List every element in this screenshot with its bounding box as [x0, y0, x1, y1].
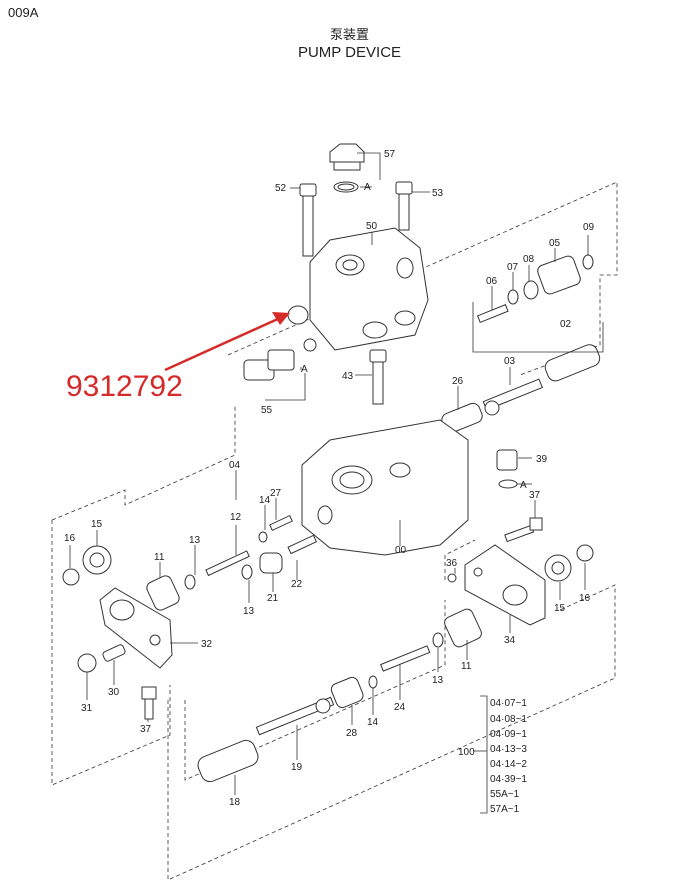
label-39: 39: [536, 454, 548, 465]
label-13-mid: 13: [243, 606, 255, 617]
label-50: 50: [366, 221, 378, 232]
label-04: 04: [229, 460, 241, 471]
label-11-right: 11: [461, 661, 472, 672]
bolt-53: [395, 181, 413, 231]
label-09: 09: [583, 222, 595, 233]
assembly-outline-bottom: [167, 584, 616, 881]
label-19: 19: [291, 762, 303, 773]
nut-15-right: [544, 554, 572, 582]
title-english: PUMP DEVICE: [297, 44, 402, 61]
assembly-outline-left-bottom: [51, 520, 171, 786]
label-11-left: 11: [154, 552, 165, 563]
label-13-right: 13: [432, 675, 444, 686]
nut-15-left: [82, 545, 112, 575]
label-26: 26: [452, 376, 464, 387]
label-21: 21: [267, 593, 279, 604]
label-a-3: A: [520, 480, 527, 491]
valve-parts-right-top: [476, 254, 594, 324]
cap-16-left: [62, 568, 80, 586]
kit-item: 55A~1: [490, 789, 520, 800]
label-32: 32: [201, 639, 213, 650]
label-16-right: 16: [579, 593, 591, 604]
label-24: 24: [394, 702, 406, 713]
spool-18: [197, 739, 259, 783]
label-52: 52: [275, 183, 287, 194]
cap-16-right: [576, 544, 594, 562]
label-14-bottom: 14: [367, 717, 379, 728]
kit-item: 57A~1: [490, 804, 520, 815]
assembly-outline-left: [51, 405, 236, 521]
spool-02: [544, 344, 601, 382]
label-36: 36: [446, 558, 458, 569]
label-34: 34: [504, 635, 516, 646]
kit-item: 04·39~1: [490, 774, 527, 785]
item-36: [447, 573, 457, 583]
label-12: 12: [230, 512, 242, 523]
label-37-bottom: 37: [140, 724, 152, 735]
spring-11-right: [444, 608, 482, 648]
sensor-55: [243, 338, 317, 381]
label-43: 43: [342, 371, 354, 382]
cover-34: [464, 544, 546, 626]
label-27: 27: [270, 488, 282, 499]
title-chinese: 泵装置: [329, 28, 369, 43]
label-18: 18: [229, 797, 241, 808]
highlight-arrowhead: [272, 312, 290, 325]
plug-39: [496, 449, 518, 489]
kit-list: 04·07~1 04·08~1 04·09~1 04·13~3 04·14~2 …: [490, 698, 527, 815]
label-00: 00: [395, 545, 407, 556]
kit-item: 04·13~3: [490, 744, 527, 755]
label-16-left: 16: [64, 533, 76, 544]
label-05: 05: [549, 238, 561, 249]
label-07: 07: [507, 262, 519, 273]
label-02: 02: [560, 319, 572, 330]
label-37-right: 37: [529, 490, 541, 501]
kit-item: 04·08~1: [490, 714, 527, 725]
label-13-top: 13: [189, 535, 201, 546]
cover-body-50: [287, 227, 429, 351]
label-31: 31: [81, 703, 93, 714]
label-a-1: A: [364, 182, 371, 193]
bolt-43: [369, 349, 387, 405]
kit-item: 04·14~2: [490, 759, 527, 770]
label-22: 22: [291, 579, 303, 590]
highlighted-part-number: 9312792: [66, 370, 183, 403]
label-15-left: 15: [91, 519, 103, 530]
cover-32: [99, 587, 173, 669]
bolt-52: [299, 183, 317, 257]
parts-middle-left: [184, 514, 318, 590]
label-100: 100: [458, 747, 475, 758]
spring-11-left: [146, 575, 180, 611]
label-a-2: A: [301, 364, 308, 375]
spool-19: [255, 696, 335, 736]
page-code: 009A: [8, 5, 39, 20]
label-30: 30: [108, 687, 120, 698]
label-53: 53: [432, 188, 444, 199]
plug-57: [329, 143, 365, 193]
label-06: 06: [486, 276, 498, 287]
bolt-37-right: [504, 517, 543, 543]
label-15-right: 15: [554, 603, 566, 614]
parts-bottom: [77, 644, 378, 720]
valve-body-00: [301, 419, 469, 556]
spool-03: [482, 378, 543, 416]
label-14-top: 14: [259, 495, 271, 506]
parts-right-lower: [380, 632, 444, 672]
label-57: 57: [384, 149, 396, 160]
highlight-arrow: [164, 316, 281, 372]
assembly-outline-right: [444, 539, 476, 580]
kit-item: 04·09~1: [490, 729, 527, 740]
label-08: 08: [523, 254, 535, 265]
label-03: 03: [504, 356, 516, 367]
label-28: 28: [346, 728, 358, 739]
kit-item: 04·07~1: [490, 698, 527, 709]
label-55: 55: [261, 405, 273, 416]
